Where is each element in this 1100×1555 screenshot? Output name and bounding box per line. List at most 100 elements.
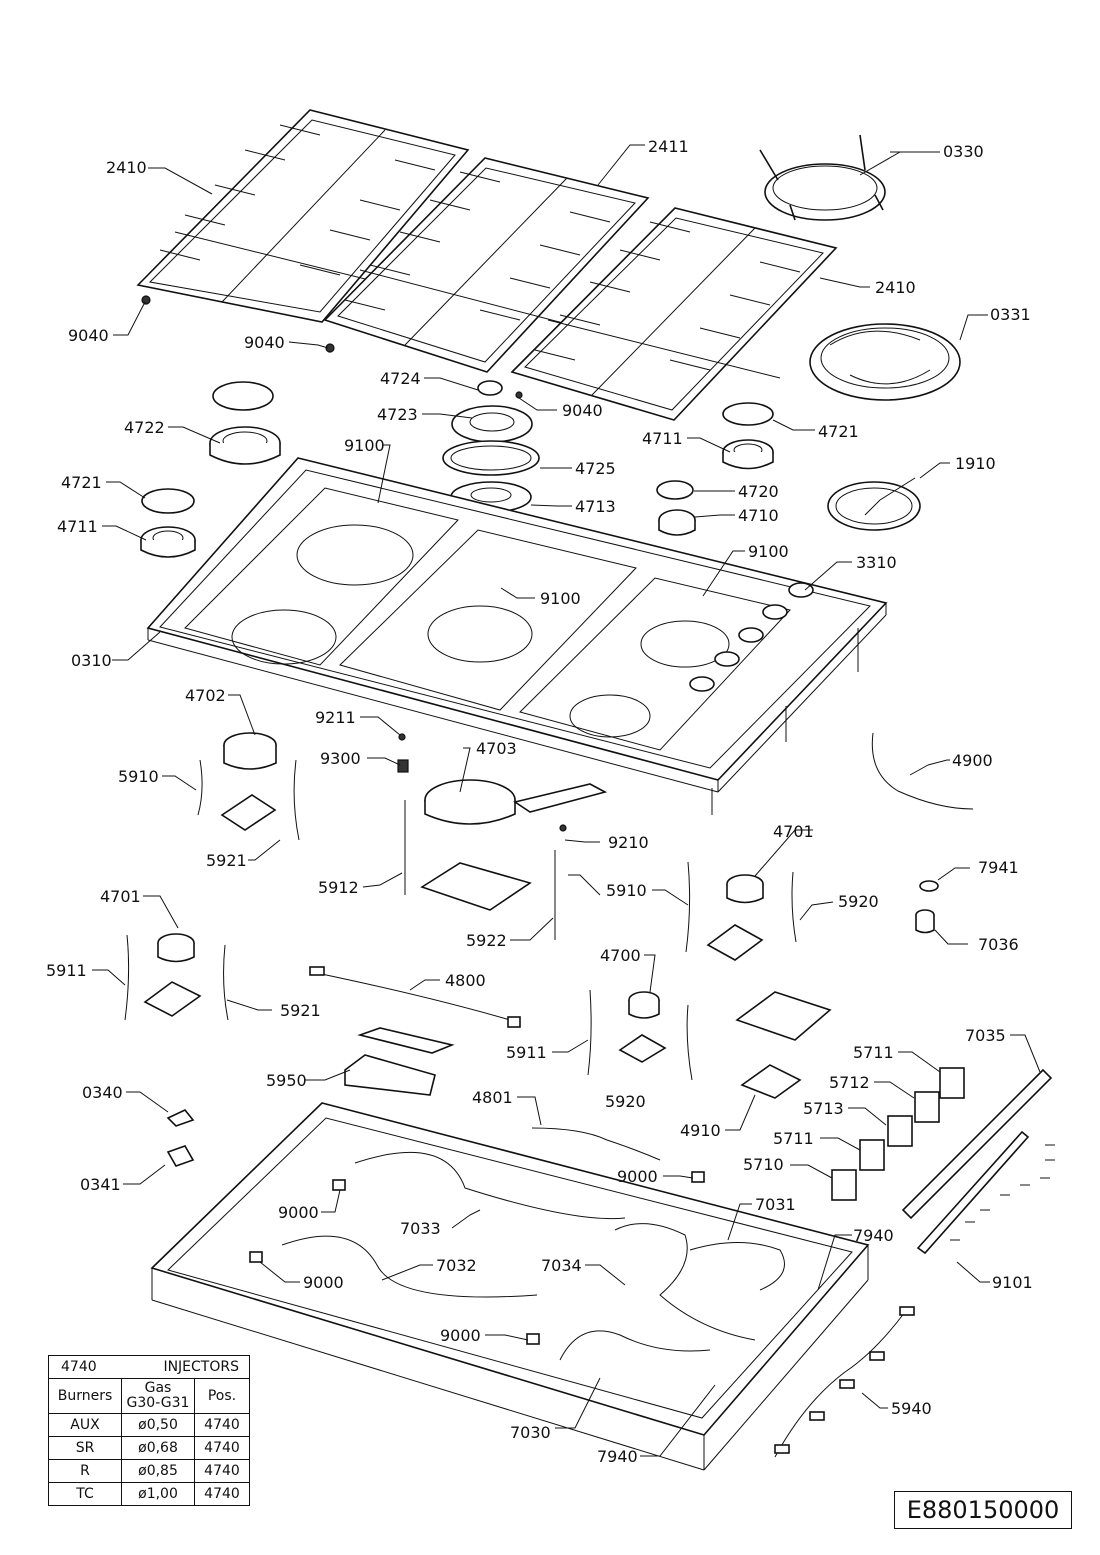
label-3310: 3310 [856,553,897,572]
cell-pos: 4740 [194,1413,250,1437]
bottom-tray [150,1102,870,1471]
cell-burner: TC [48,1482,122,1506]
label-5710: 5710 [743,1155,784,1174]
burner-head-4722 [209,426,281,465]
label-4720: 4720 [738,482,779,501]
label-9210: 9210 [608,833,649,852]
table-title: INJECTORS [121,1355,250,1379]
label-4710: 4710 [738,506,779,525]
wok-ring-0330 [759,134,886,221]
table-row: SR ø0,68 4740 [48,1436,250,1460]
pan-support-left [136,109,470,323]
burner-base-4700 [618,991,667,1063]
label-5950: 5950 [266,1071,307,1090]
label-9100: 9100 [540,589,581,608]
label-5711: 5711 [853,1043,894,1062]
cell-burner: R [48,1459,122,1483]
label-0341: 0341 [80,1175,121,1194]
gas-valves-5710-5713 [831,1067,965,1201]
bracket-rail-9101 [916,1130,1055,1255]
burner-head-4711-right [722,439,774,470]
label-4725: 4725 [575,459,616,478]
label-4701: 4701 [773,822,814,841]
crown-4723 [451,405,533,443]
label-4910: 4910 [680,1121,721,1140]
pin-9211 [398,733,406,741]
header-pos: Pos. [194,1378,250,1414]
label-9040: 9040 [244,333,285,352]
label-7034: 7034 [541,1256,582,1275]
label-4701: 4701 [100,887,141,906]
cell-burner: AUX [48,1413,122,1437]
label-9100: 9100 [748,542,789,561]
label-7032: 7032 [436,1256,477,1275]
header-gas: Gas G30-G31 [121,1378,195,1414]
bracket-5921-top [220,794,277,831]
cell-gas: ø0,50 [121,1413,195,1437]
label-5910: 5910 [606,881,647,900]
clips-0340-0341 [166,1109,195,1167]
cell-pos: 4740 [194,1459,250,1483]
label-9000: 9000 [617,1167,658,1186]
label-0310: 0310 [71,651,112,670]
label-0330: 0330 [943,142,984,161]
label-9040: 9040 [562,401,603,420]
label-4713: 4713 [575,497,616,516]
label-2410: 2410 [875,278,916,297]
screw-9040-c [515,391,523,399]
thermocouples [124,759,797,1081]
label-5712: 5712 [829,1073,870,1092]
label-9211: 9211 [315,708,356,727]
cell-gas: ø0,68 [121,1436,195,1460]
cell-gas: ø0,85 [121,1459,195,1483]
label-9300: 9300 [320,749,361,768]
header-gas-type: G30-G31 [126,1395,190,1411]
clips-9000 [249,1171,705,1345]
label-1910: 1910 [955,454,996,473]
label-7940: 7940 [853,1226,894,1245]
wiring-5940 [774,1306,915,1458]
label-4723: 4723 [377,405,418,424]
label-5711: 5711 [773,1129,814,1148]
label-7036: 7036 [978,935,1019,954]
burner-cap-4720 [656,480,694,500]
label-7031: 7031 [755,1195,796,1214]
label-4703: 4703 [476,739,517,758]
label-7941: 7941 [978,858,1019,877]
burner-base-4701-left [143,933,202,1017]
leader-lines [92,144,1041,1457]
label-9000: 9000 [440,1326,481,1345]
label-4700: 4700 [600,946,641,965]
label-4721: 4721 [818,422,859,441]
label-4702: 4702 [185,686,226,705]
label-7940: 7940 [597,1447,638,1466]
burner-base-4702 [223,732,277,770]
ignition-module-5950 [344,1027,455,1096]
cell-pos: 4740 [194,1436,250,1460]
screw-9040-b [325,343,335,353]
label-5713: 5713 [803,1099,844,1118]
burner-base-4701-right [706,874,764,961]
label-0331: 0331 [990,305,1031,324]
table-row: AUX ø0,50 4740 [48,1413,250,1437]
ignition-cable-4800 [309,966,521,1028]
label-7033: 7033 [400,1219,441,1238]
burner-head-4711-left [140,526,196,558]
label-0340: 0340 [82,1083,123,1102]
table-row: TC ø1,00 4740 [48,1482,250,1506]
table-code: 4740 [48,1355,122,1379]
header-gas-label: Gas [144,1380,172,1396]
label-2410: 2410 [106,158,147,177]
gas-ramp-7035 [901,1068,1053,1220]
burner-cap-4722 [212,381,274,411]
injectors-table: 4740 INJECTORS Burners Gas G30-G31 Pos. … [48,1355,250,1506]
label-9000: 9000 [303,1273,344,1292]
thermocouple-4801 [531,1127,661,1161]
label-4801: 4801 [472,1088,513,1107]
drawing-reference: E880150000 [894,1491,1072,1529]
label-5921: 5921 [206,851,247,870]
label-7030: 7030 [510,1423,551,1442]
burner-cap-4721-right [722,402,774,426]
cover-4910 [735,991,832,1099]
